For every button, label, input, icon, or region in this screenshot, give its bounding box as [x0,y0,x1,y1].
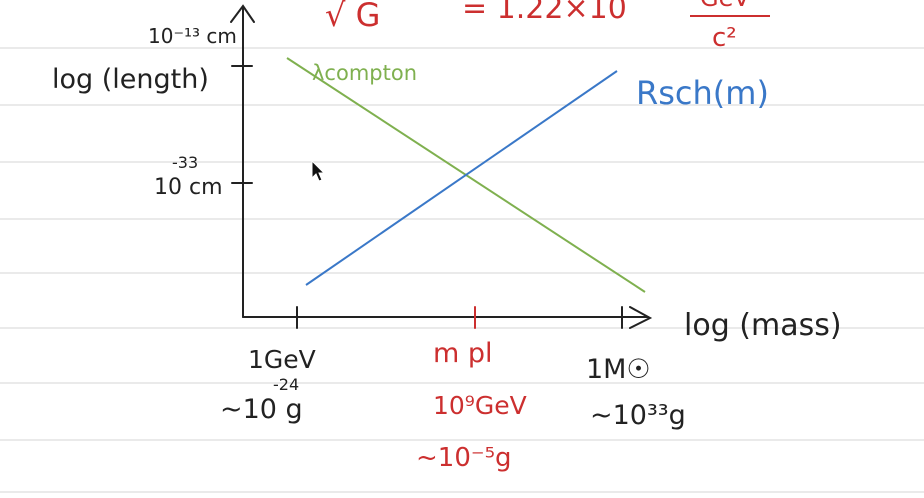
x-tick-left-exponent: -24 [273,375,299,394]
schwarzschild-label: Rsch(m) [636,74,769,112]
y-axis-label: log (length) [52,64,209,95]
formula-numerator: GeV [700,0,750,12]
formula-denominator: c² [712,23,737,53]
ruled-lines [0,47,924,493]
y-tick-mid-label: 10 cm [154,175,223,200]
y-tick-top-label: 10⁻¹³ cm [148,24,237,48]
y-axis-arrow [230,4,255,23]
planck-mass-label: m pl [433,338,493,369]
compton-label: λcompton [312,61,417,85]
formula-approx-value: = 1.22×10 [462,0,627,26]
pointer-arrow-icon [311,160,326,182]
top-formula: √ G = 1.22×10 GeV c² [325,0,770,53]
x-tick-right-top: 1M☉ [586,354,651,385]
x-tick-left-bottom: ~10 g [220,394,303,425]
x-tick-left-top: 1GeV [248,345,316,374]
planck-mass-grams: ~10⁻⁵g [416,443,512,473]
x-tick-right-bottom: ~10³³g [590,400,686,431]
schwarzschild-line [305,70,618,286]
axes [230,4,653,329]
planck-mass-gev: 10⁹GeV [433,391,527,420]
formula-sqrt-g: √ G [325,0,380,34]
y-tick-mid-exponent: -33 [172,153,198,172]
x-axis-arrow [629,306,653,329]
x-axis-label: log (mass) [684,308,842,343]
